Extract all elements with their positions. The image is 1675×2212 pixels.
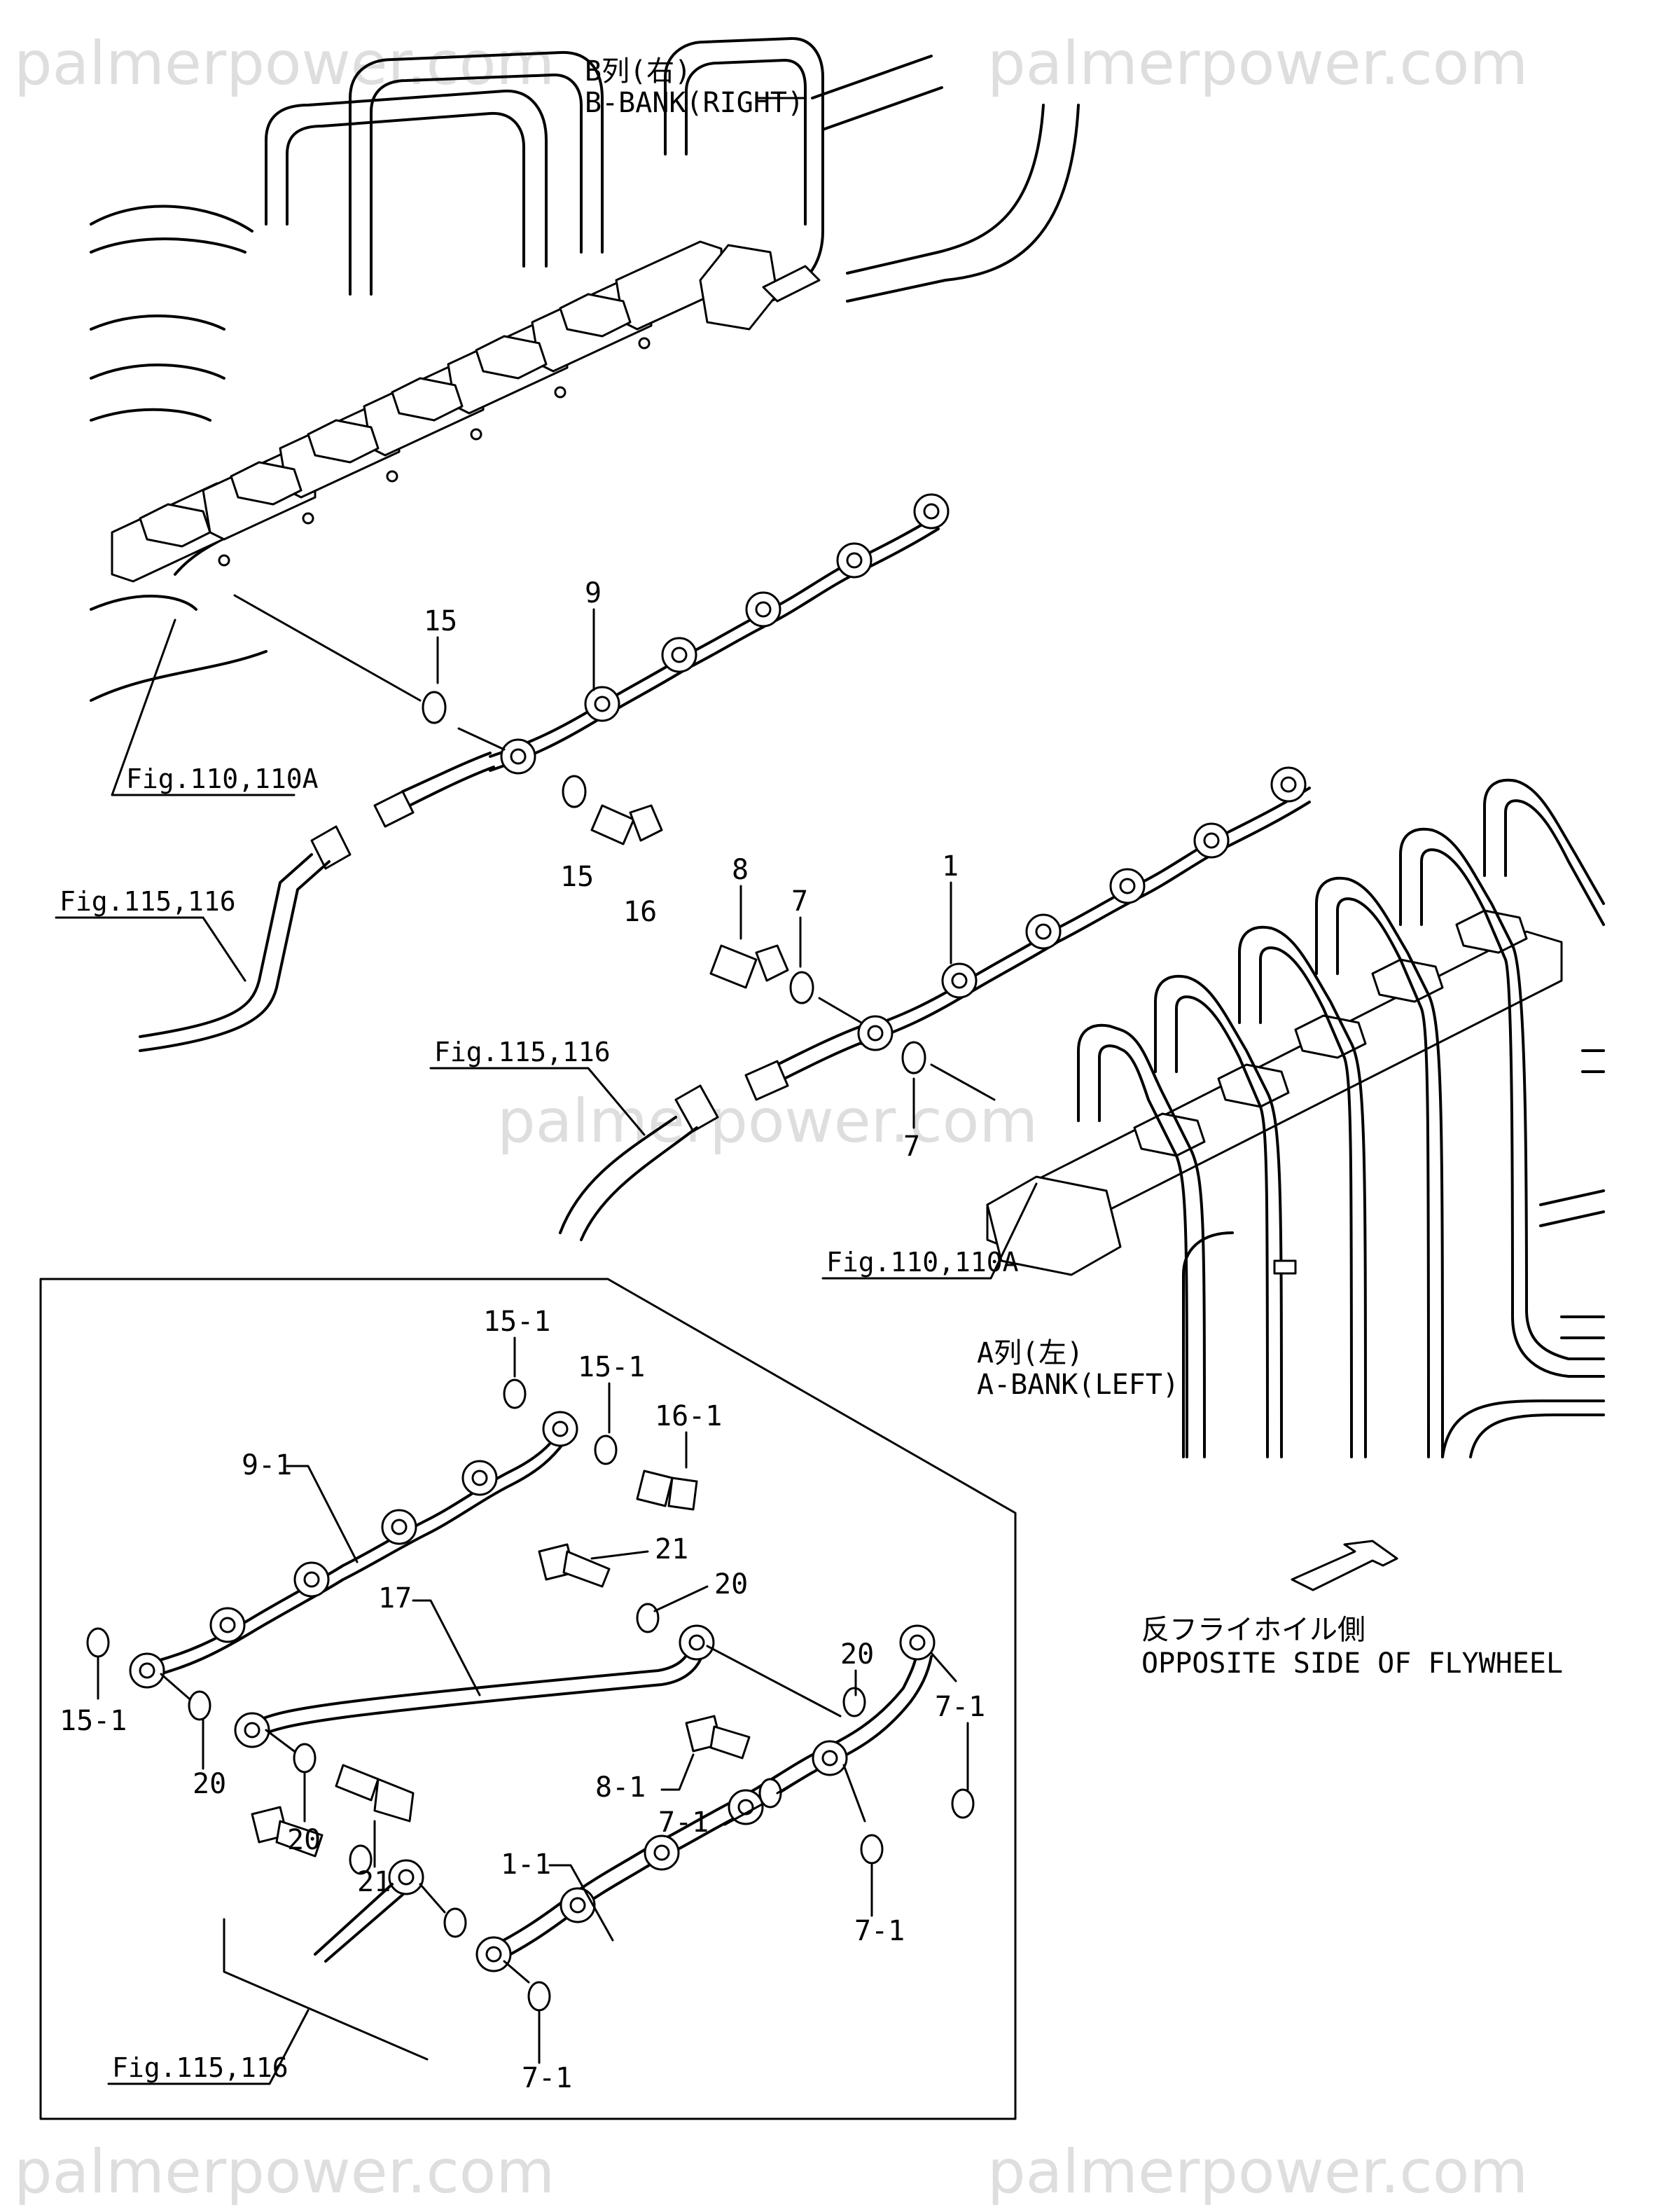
inset-frame (39, 1278, 1017, 2120)
fuel-leak-pipe-9 (139, 493, 950, 1052)
label-7-1-mid: 7-1 (658, 1806, 709, 1839)
label-17: 17 (378, 1582, 412, 1615)
label-7-1-right: 7-1 (935, 1691, 985, 1723)
ref-fig-115-upper: Fig.115,116 (60, 886, 236, 917)
watermark-top-left: palmerpower.com (14, 29, 555, 99)
a-bank-label-en: A-BANK(LEFT) (977, 1369, 1179, 1401)
b-bank-label-jp: B列(右) (585, 55, 691, 88)
label-20-left: 20 (193, 1768, 226, 1800)
flywheel-label-en: OPPOSITE SIDE OF FLYWHEEL (1141, 1647, 1563, 1680)
watermark-bottom-right: palmerpower.com (987, 2137, 1528, 2207)
label-7-upper: 7 (791, 885, 808, 918)
label-15-lower: 15 (560, 861, 594, 893)
a-bank-label-jp: A列(左) (977, 1337, 1083, 1369)
label-15-1-top: 15-1 (483, 1306, 550, 1338)
label-15-upper: 15 (424, 605, 457, 637)
label-16-1: 16-1 (655, 1400, 722, 1432)
b-bank-injection-pump-drawing (90, 36, 1080, 702)
inset-pipe-assemblies (86, 1378, 975, 2012)
ref-fig-110-upper: Fig.110,110A (126, 763, 319, 794)
label-21-lower: 21 (357, 1866, 391, 1898)
watermark-top-right: palmerpower.com (987, 29, 1528, 99)
label-21-upper: 21 (655, 1533, 688, 1565)
direction-arrow-icon (1291, 1540, 1398, 1591)
label-9-1: 9-1 (242, 1449, 292, 1481)
label-20-bottom: 20 (287, 1824, 321, 1856)
b-bank-label-en: B-BANK(RIGHT) (585, 87, 804, 119)
fuel-leak-pipe-1 (559, 766, 1311, 1241)
ref-fig-110-right: Fig.110,110A (826, 1247, 1019, 1278)
label-8: 8 (732, 854, 749, 886)
label-7-1-low: 7-1 (854, 1915, 905, 1947)
ref-fig-115-inset: Fig.115,116 (112, 2052, 289, 2083)
watermark-center: palmerpower.com (497, 1086, 1038, 1156)
ref-fig-115-middle: Fig.115,116 (434, 1037, 611, 1067)
label-7-lower: 7 (903, 1131, 920, 1163)
a-bank-injection-pump-drawing (986, 778, 1605, 1458)
label-9: 9 (585, 577, 602, 609)
label-1-1: 1-1 (501, 1848, 551, 1881)
label-20-upper: 20 (714, 1568, 748, 1601)
label-1: 1 (942, 850, 959, 883)
label-8-1: 8-1 (595, 1771, 646, 1804)
label-15-1-left: 15-1 (60, 1705, 127, 1737)
flywheel-label-jp: 反フライホイル側 (1141, 1614, 1365, 1646)
watermark-bottom-left: palmerpower.com (14, 2137, 555, 2207)
label-20-right: 20 (840, 1638, 874, 1671)
label-15-1-upper: 15-1 (578, 1351, 645, 1383)
label-16: 16 (623, 896, 657, 928)
label-7-1-bottom: 7-1 (522, 2062, 572, 2094)
